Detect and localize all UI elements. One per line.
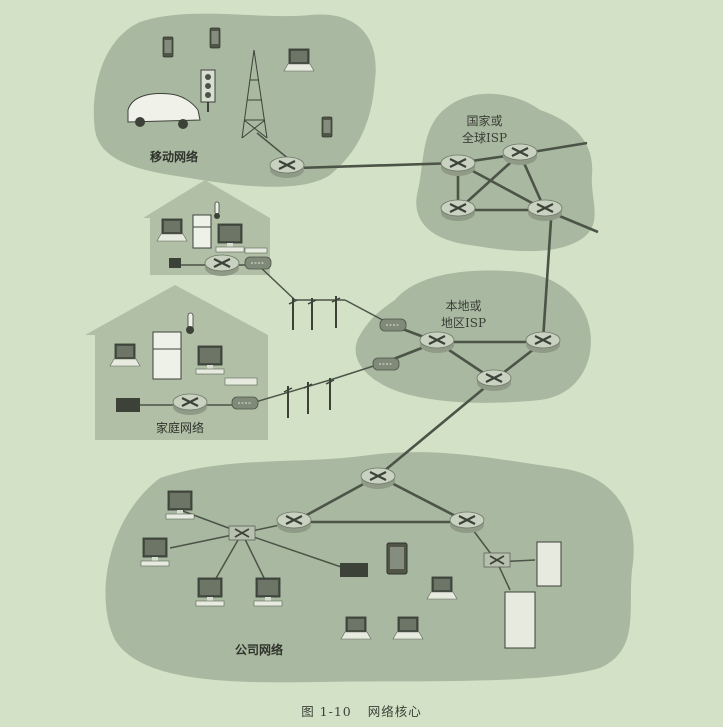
figure-title: 网络核心	[367, 704, 422, 719]
server-icon	[536, 541, 562, 587]
figure-number: 图 1-10	[301, 704, 352, 719]
server-icon	[504, 591, 536, 649]
router-icon	[203, 253, 241, 278]
thermometer-icon	[214, 201, 220, 219]
ethernet-switch-icon	[483, 552, 511, 568]
router-icon	[439, 153, 477, 178]
car-icon	[127, 93, 201, 129]
tablet-icon	[386, 542, 408, 575]
desktop-computer-icon	[140, 537, 170, 567]
router-icon	[359, 466, 397, 491]
router-icon	[418, 330, 456, 355]
desktop-computer-icon	[215, 223, 245, 253]
router-icon	[501, 142, 539, 167]
enterprise-network-cloud	[105, 452, 634, 683]
router-icon	[439, 198, 477, 223]
router-icon	[268, 155, 306, 180]
router-icon	[524, 330, 562, 355]
cable-modem-icon	[231, 396, 259, 410]
keyboard-icon	[224, 377, 258, 386]
ethernet-switch-icon	[228, 525, 256, 541]
mobile-network-label: 移动网络	[150, 150, 199, 164]
wireless-access-point-icon	[340, 563, 368, 577]
home-network-label: 家庭网络	[156, 421, 205, 435]
desktop-computer-icon	[195, 577, 225, 607]
smartphone-icon	[162, 36, 174, 58]
cell-tower-icon	[241, 49, 268, 139]
router-icon	[475, 368, 513, 393]
router-icon	[526, 198, 564, 223]
regional-isp-label: 本地或 地区ISP	[441, 298, 486, 332]
desktop-computer-icon	[253, 577, 283, 607]
figure-caption: 图 1-10 网络核心	[0, 701, 723, 720]
utility-pole-icon	[331, 295, 341, 329]
desktop-computer-icon	[195, 345, 225, 375]
utility-pole-icon	[307, 297, 317, 331]
utility-pole-icon	[325, 377, 335, 411]
router-icon	[171, 392, 209, 417]
thermometer-icon	[186, 312, 194, 334]
enterprise-network-label: 公司网络	[235, 643, 284, 657]
global-isp-label: 国家或 全球ISP	[462, 113, 507, 147]
wireless-access-point-icon	[169, 258, 181, 268]
cable-modem-icon	[372, 357, 400, 371]
traffic-light-icon	[200, 69, 216, 112]
regional-isp-cloud	[355, 270, 591, 403]
global-isp-label-line1: 国家或	[466, 114, 503, 128]
cable-modem-icon	[379, 318, 407, 332]
cable-modem-icon	[244, 256, 272, 270]
smartphone-icon	[321, 116, 333, 138]
router-icon	[275, 510, 313, 535]
global-isp-label-line2: 全球ISP	[462, 131, 508, 145]
keyboard-icon	[244, 247, 268, 254]
utility-pole-icon	[303, 381, 313, 415]
regional-isp-label-line1: 本地或	[445, 299, 482, 313]
utility-pole-icon	[288, 297, 298, 331]
wireless-access-point-icon	[116, 398, 140, 412]
fridge-icon	[192, 214, 212, 249]
router-icon	[448, 510, 486, 535]
regional-isp-label-line2: 地区ISP	[441, 316, 487, 330]
desktop-computer-icon	[165, 490, 195, 520]
fridge-icon	[152, 331, 182, 380]
smartphone-icon	[209, 27, 221, 49]
